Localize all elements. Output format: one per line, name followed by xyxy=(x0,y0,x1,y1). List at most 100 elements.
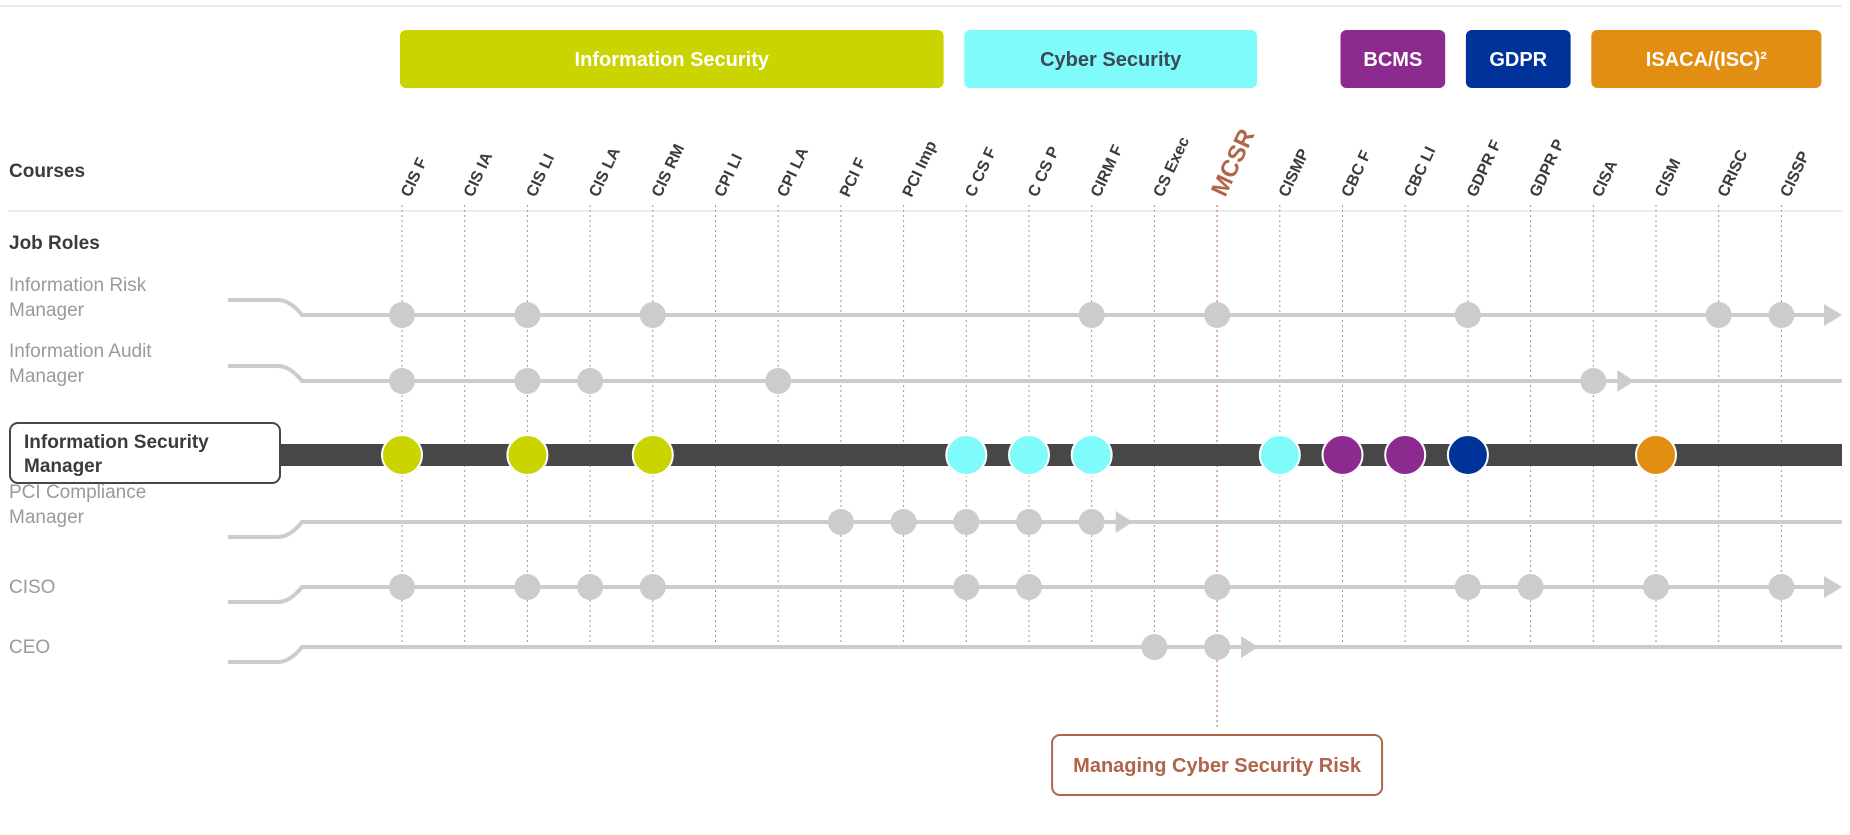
course-stop xyxy=(577,574,604,600)
course-label: PCI F xyxy=(837,155,870,199)
track-end-arrow xyxy=(1115,511,1133,533)
course-stop xyxy=(514,302,541,328)
course-stop xyxy=(506,434,549,476)
course-stop xyxy=(953,509,980,535)
course-label: CBC F xyxy=(1339,148,1375,200)
course-label: CIS IA xyxy=(461,149,497,199)
category-header-2 xyxy=(1340,30,1446,88)
course-stop xyxy=(1705,302,1732,328)
course-stop xyxy=(639,574,666,600)
course-stop xyxy=(639,302,666,328)
course-stop xyxy=(389,368,415,394)
course-stop xyxy=(1141,634,1168,660)
course-label: CISMP xyxy=(1276,146,1313,199)
course-stop xyxy=(631,434,674,476)
course-label: CIRM F xyxy=(1088,142,1127,199)
role-track xyxy=(228,364,1842,383)
course-label: PCI Imp xyxy=(900,138,941,199)
track-end-arrow xyxy=(1824,304,1842,326)
role-row-ciso: CISO xyxy=(9,574,1842,604)
role-name: Manager xyxy=(9,507,85,528)
course-label: GDPR P xyxy=(1527,137,1568,200)
role-name: Information Risk xyxy=(9,275,147,296)
course-stop xyxy=(381,434,423,476)
course-stop xyxy=(1768,302,1795,328)
role-name: PCI Compliance xyxy=(9,482,146,503)
course-label: GDPR F xyxy=(1464,138,1505,200)
category-header-1 xyxy=(964,30,1258,88)
course-label: CIS LA xyxy=(586,145,624,200)
courses-label: Courses xyxy=(9,161,85,182)
category-header-3 xyxy=(1465,30,1571,88)
course-stop xyxy=(1384,434,1427,476)
course-stop xyxy=(1016,574,1042,600)
course-label: CIS F xyxy=(398,155,431,199)
category-header-label: ISACA/(ISC)² xyxy=(1646,49,1767,71)
course-stop xyxy=(389,302,415,328)
role-name: Manager xyxy=(9,366,85,387)
course-stop xyxy=(1635,434,1677,476)
category-header-0 xyxy=(400,30,944,88)
track-end-arrow xyxy=(1824,576,1842,598)
course-stop xyxy=(1321,434,1364,476)
course-stop xyxy=(1454,302,1481,328)
course-label: CISSP xyxy=(1778,149,1814,200)
role-track xyxy=(228,645,1842,664)
course-label: MCSR xyxy=(1206,125,1260,200)
course-stop xyxy=(1446,434,1489,476)
role-name: Manager xyxy=(9,300,85,321)
course-stop xyxy=(577,368,604,394)
category-header-label: Cyber Security xyxy=(1040,49,1182,71)
course-label: CISA xyxy=(1590,157,1622,199)
role-track xyxy=(228,520,1842,539)
course-stop xyxy=(1016,509,1042,535)
course-stop xyxy=(1204,634,1231,660)
highlighted-role-box xyxy=(9,422,281,484)
course-label: CIS LI xyxy=(524,151,559,199)
course-label: CISM xyxy=(1652,156,1684,199)
course-stop xyxy=(1078,302,1105,328)
course-label: CIS RM xyxy=(649,142,688,200)
role-name: CISO xyxy=(9,577,55,598)
category-header-4 xyxy=(1591,30,1822,88)
role-name: CEO xyxy=(9,637,50,658)
course-stop xyxy=(890,509,917,535)
course-stop xyxy=(1204,302,1231,328)
course-stop xyxy=(1258,434,1301,476)
role-track xyxy=(228,585,1826,604)
course-stop xyxy=(1008,434,1050,476)
course-stop xyxy=(1517,574,1544,600)
course-stop xyxy=(765,368,792,394)
course-stop xyxy=(1454,574,1481,600)
course-label: CPI LI xyxy=(712,151,747,199)
role-name: Manager xyxy=(24,456,103,477)
course-stop xyxy=(1070,434,1113,476)
role-name: Information Security xyxy=(24,432,209,453)
course-stop xyxy=(389,574,415,600)
course-label: CBC LI xyxy=(1401,144,1439,200)
role-track xyxy=(228,298,1826,317)
course-stop xyxy=(953,574,980,600)
course-label: CRISC xyxy=(1715,147,1752,200)
category-header-label: Information Security xyxy=(575,49,770,71)
course-stop xyxy=(1580,368,1607,394)
track-end-arrow xyxy=(1617,370,1635,392)
course-stop xyxy=(514,368,541,394)
course-stop xyxy=(1078,509,1105,535)
course-stop xyxy=(1768,574,1795,600)
course-stop xyxy=(1643,574,1669,600)
category-header-label: BCMS xyxy=(1363,49,1422,71)
course-stop xyxy=(514,574,541,600)
course-label: CPI LA xyxy=(774,145,812,200)
course-label: C CS P xyxy=(1025,144,1063,200)
course-stop xyxy=(827,509,854,535)
course-label: C CS F xyxy=(963,145,1001,200)
callout-label: Managing Cyber Security Risk xyxy=(1073,755,1362,777)
course-label: CS Exec xyxy=(1151,134,1194,199)
